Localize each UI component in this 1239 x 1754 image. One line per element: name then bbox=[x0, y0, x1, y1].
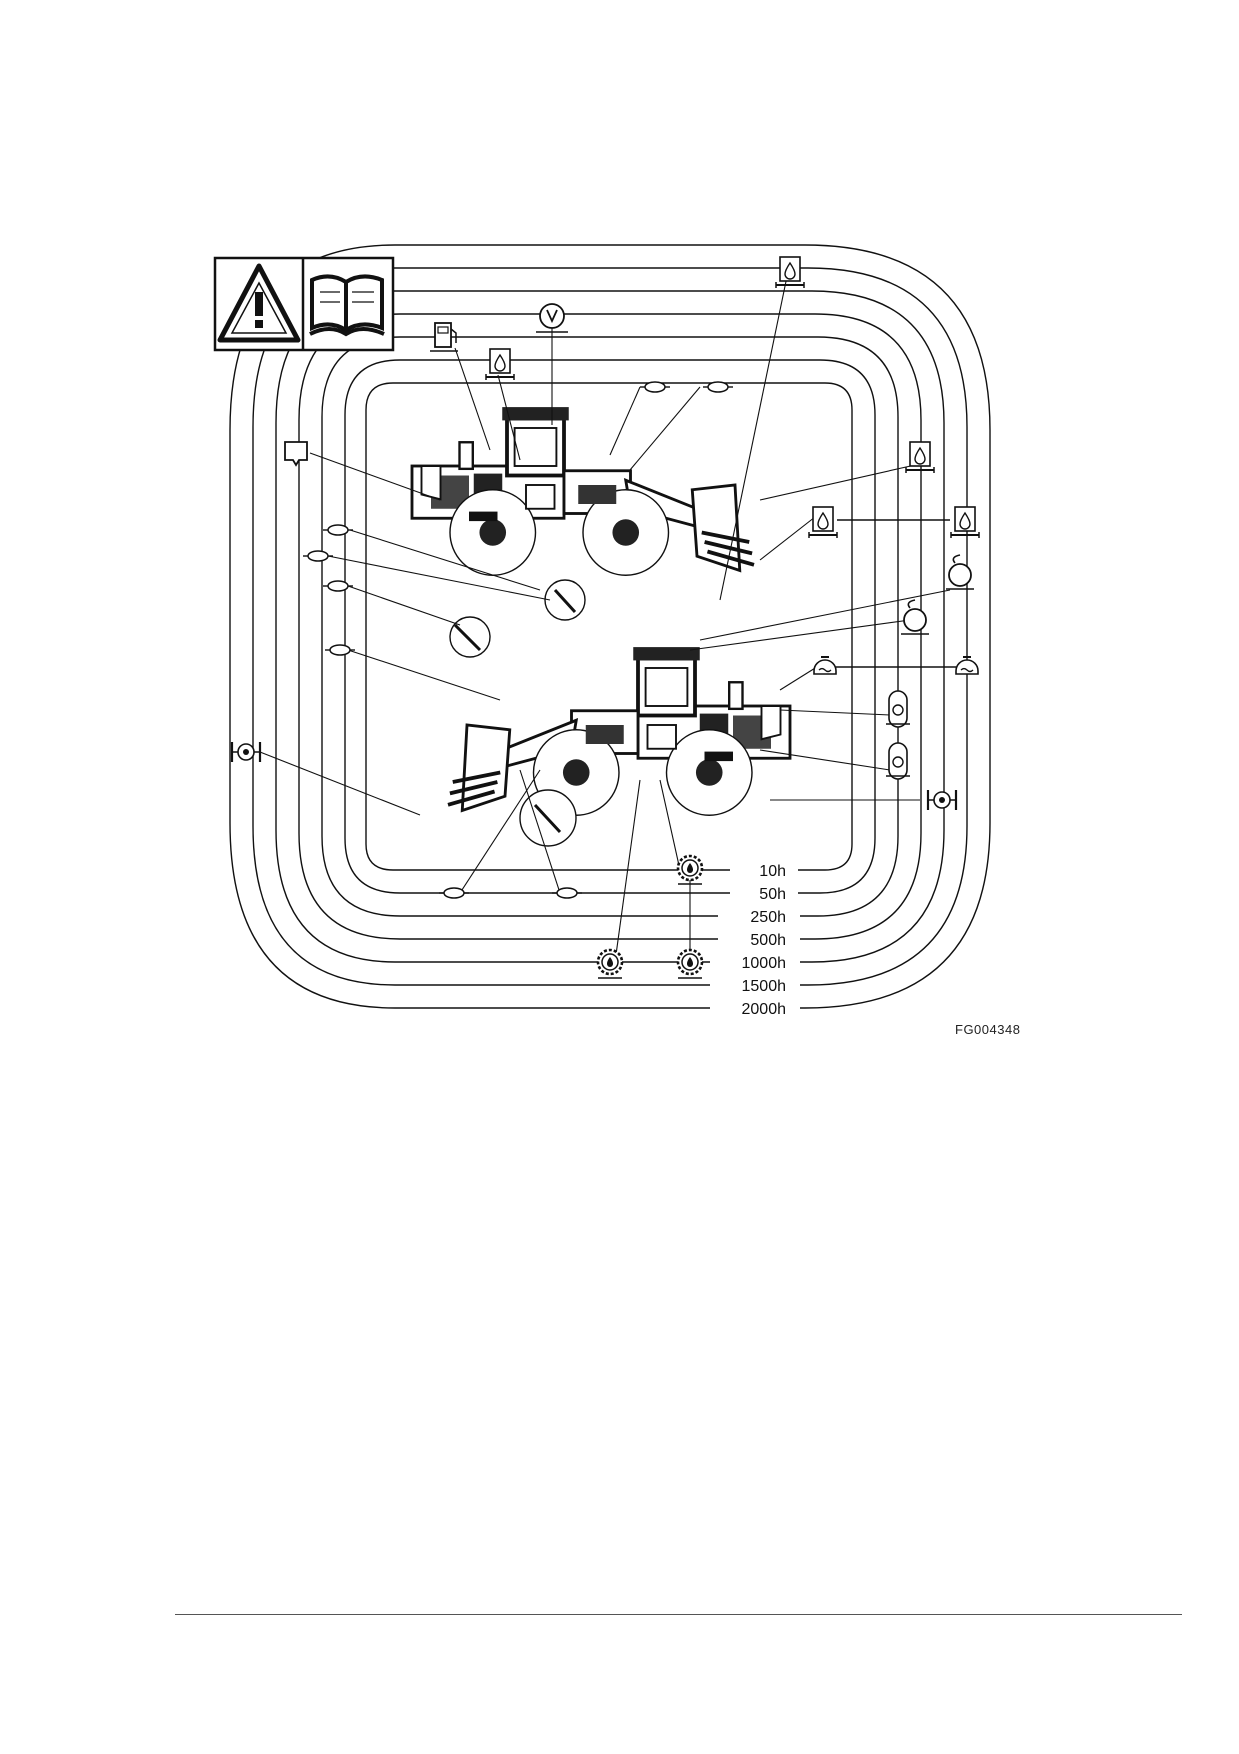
fan-icon bbox=[946, 554, 974, 590]
interval-label-1000h: 1000h bbox=[742, 955, 787, 972]
loader-front-view bbox=[410, 405, 756, 578]
grease-fitting-icon bbox=[302, 550, 334, 562]
interval-tracks bbox=[229, 244, 991, 1009]
oil-container-icon bbox=[808, 506, 838, 539]
interval-label-250h: 250h bbox=[750, 909, 786, 926]
track-50h bbox=[344, 359, 876, 894]
coolant-icon bbox=[813, 656, 837, 675]
figure-id-label: FG004348 bbox=[955, 1022, 1021, 1037]
fan-icon bbox=[901, 599, 929, 635]
track-1500h bbox=[252, 267, 968, 986]
loader-rear-view bbox=[446, 645, 792, 818]
filter-icon bbox=[885, 690, 911, 728]
label-backgrounds bbox=[710, 860, 800, 1018]
detail-circle-pivot bbox=[449, 616, 491, 658]
warning-triangle-icon bbox=[217, 263, 301, 343]
track-10h bbox=[365, 382, 853, 871]
oil-container-icon bbox=[950, 506, 980, 539]
header-symbols bbox=[213, 256, 395, 352]
oil-container-icon bbox=[905, 441, 935, 474]
coolant-icon bbox=[955, 656, 979, 675]
interval-label-50h: 50h bbox=[759, 886, 786, 903]
interval-label-10h: 10h bbox=[759, 863, 786, 880]
track-1000h bbox=[275, 290, 945, 963]
interval-label-1500h: 1500h bbox=[742, 978, 787, 995]
drain-icon bbox=[284, 441, 308, 467]
interval-labels: 10h 50h 250h 500h 1000h 1500h 2000h bbox=[742, 863, 787, 1018]
leader-lines bbox=[259, 261, 951, 963]
fuel-pump-icon bbox=[430, 322, 458, 352]
footer-rule bbox=[175, 1614, 1182, 1615]
oil-container-icon bbox=[485, 348, 515, 381]
grease-fitting-icon bbox=[322, 580, 354, 592]
interval-label-2000h: 2000h bbox=[742, 1001, 787, 1018]
v-belt-icon bbox=[536, 303, 568, 333]
wheel-hub-icon bbox=[926, 788, 958, 812]
track-500h bbox=[298, 313, 922, 940]
gear-oil-icon bbox=[596, 948, 624, 980]
grease-fitting-icon bbox=[324, 644, 356, 656]
interval-label-500h: 500h bbox=[750, 932, 786, 949]
wheel-hub-icon bbox=[230, 740, 262, 764]
manual-book-icon bbox=[309, 274, 385, 337]
gear-oil-icon bbox=[676, 854, 704, 886]
track-250h bbox=[321, 336, 899, 917]
grease-fitting-icon bbox=[322, 524, 354, 536]
grease-fitting-icon bbox=[551, 887, 583, 899]
oil-container-icon bbox=[775, 256, 805, 289]
gear-oil-icon bbox=[676, 948, 704, 980]
grease-fitting-icon bbox=[438, 887, 470, 899]
filter-icon bbox=[885, 742, 911, 780]
